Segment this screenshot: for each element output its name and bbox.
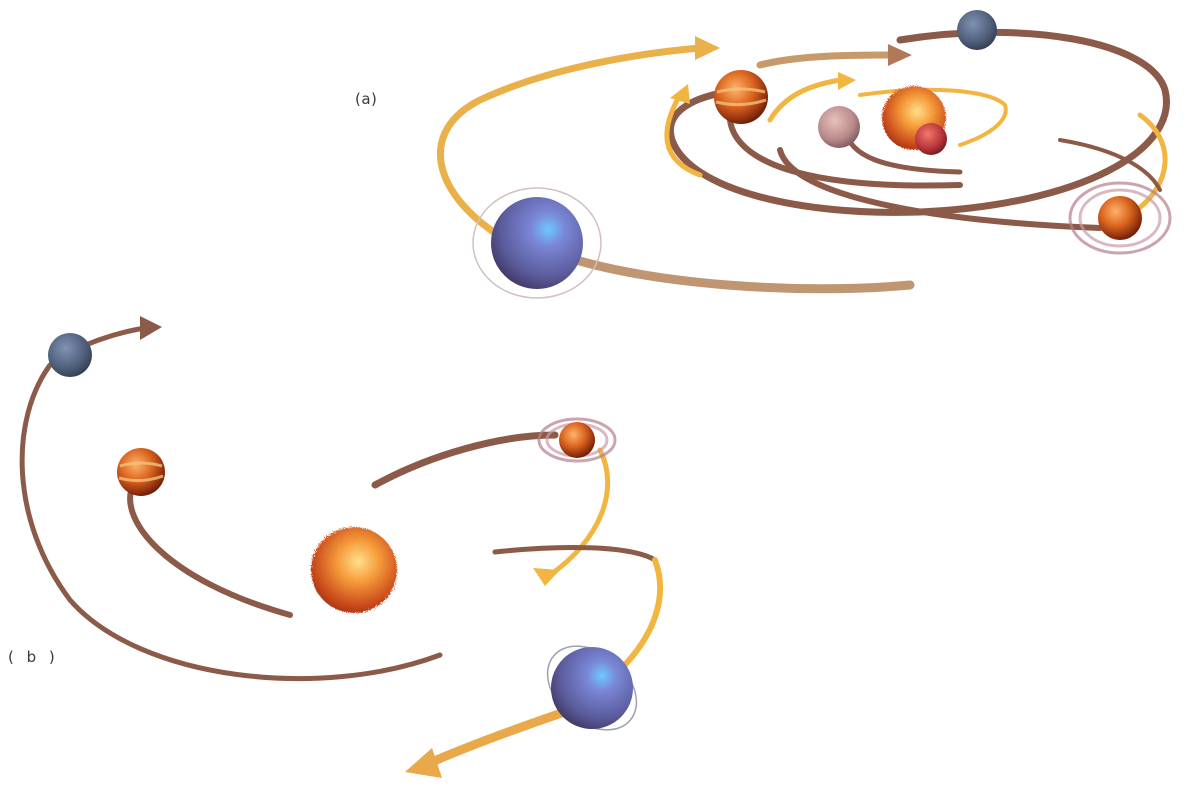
- panel-b-bodies: [48, 333, 653, 747]
- arrow-head-b-gold: [533, 568, 560, 586]
- arrow-head-b-sweep: [405, 748, 442, 778]
- orbit-b-inner-brown: [130, 488, 290, 615]
- orbit-b-gold-down: [550, 450, 608, 575]
- orbit-b-gold-right: [620, 560, 660, 670]
- orbit-outer-gold: [440, 48, 700, 235]
- slate-planet-icon: [48, 333, 92, 377]
- orbit-inner-gold-2: [760, 55, 900, 65]
- jovian-planet-icon: [117, 448, 165, 496]
- arrow-head-left-inner: [670, 84, 690, 104]
- slate-planet-icon: [957, 10, 997, 50]
- pink-planet-icon: [818, 106, 860, 148]
- jovian-planet-icon: [714, 70, 768, 124]
- orbit-b-outer-brown: [22, 365, 440, 679]
- blue-gas-giant-icon: [551, 647, 633, 729]
- arrow-head-b-top: [140, 316, 162, 340]
- red-moon-icon: [915, 123, 947, 155]
- arrow-head-outer: [695, 36, 720, 60]
- panel-label-b: ( b ): [8, 648, 59, 666]
- panel-label-a: (a): [355, 90, 377, 108]
- orbit-outer-brown-tail: [560, 255, 910, 289]
- arrow-head-inner: [838, 72, 856, 90]
- arrow-head-mid: [888, 44, 912, 66]
- ringed-planet-icon: [559, 422, 595, 458]
- blue-gas-giant-icon: [491, 197, 583, 289]
- ringed-planet-icon: [1098, 196, 1142, 240]
- sun-icon: [311, 527, 397, 613]
- orbit-b-upper-brown: [375, 435, 555, 485]
